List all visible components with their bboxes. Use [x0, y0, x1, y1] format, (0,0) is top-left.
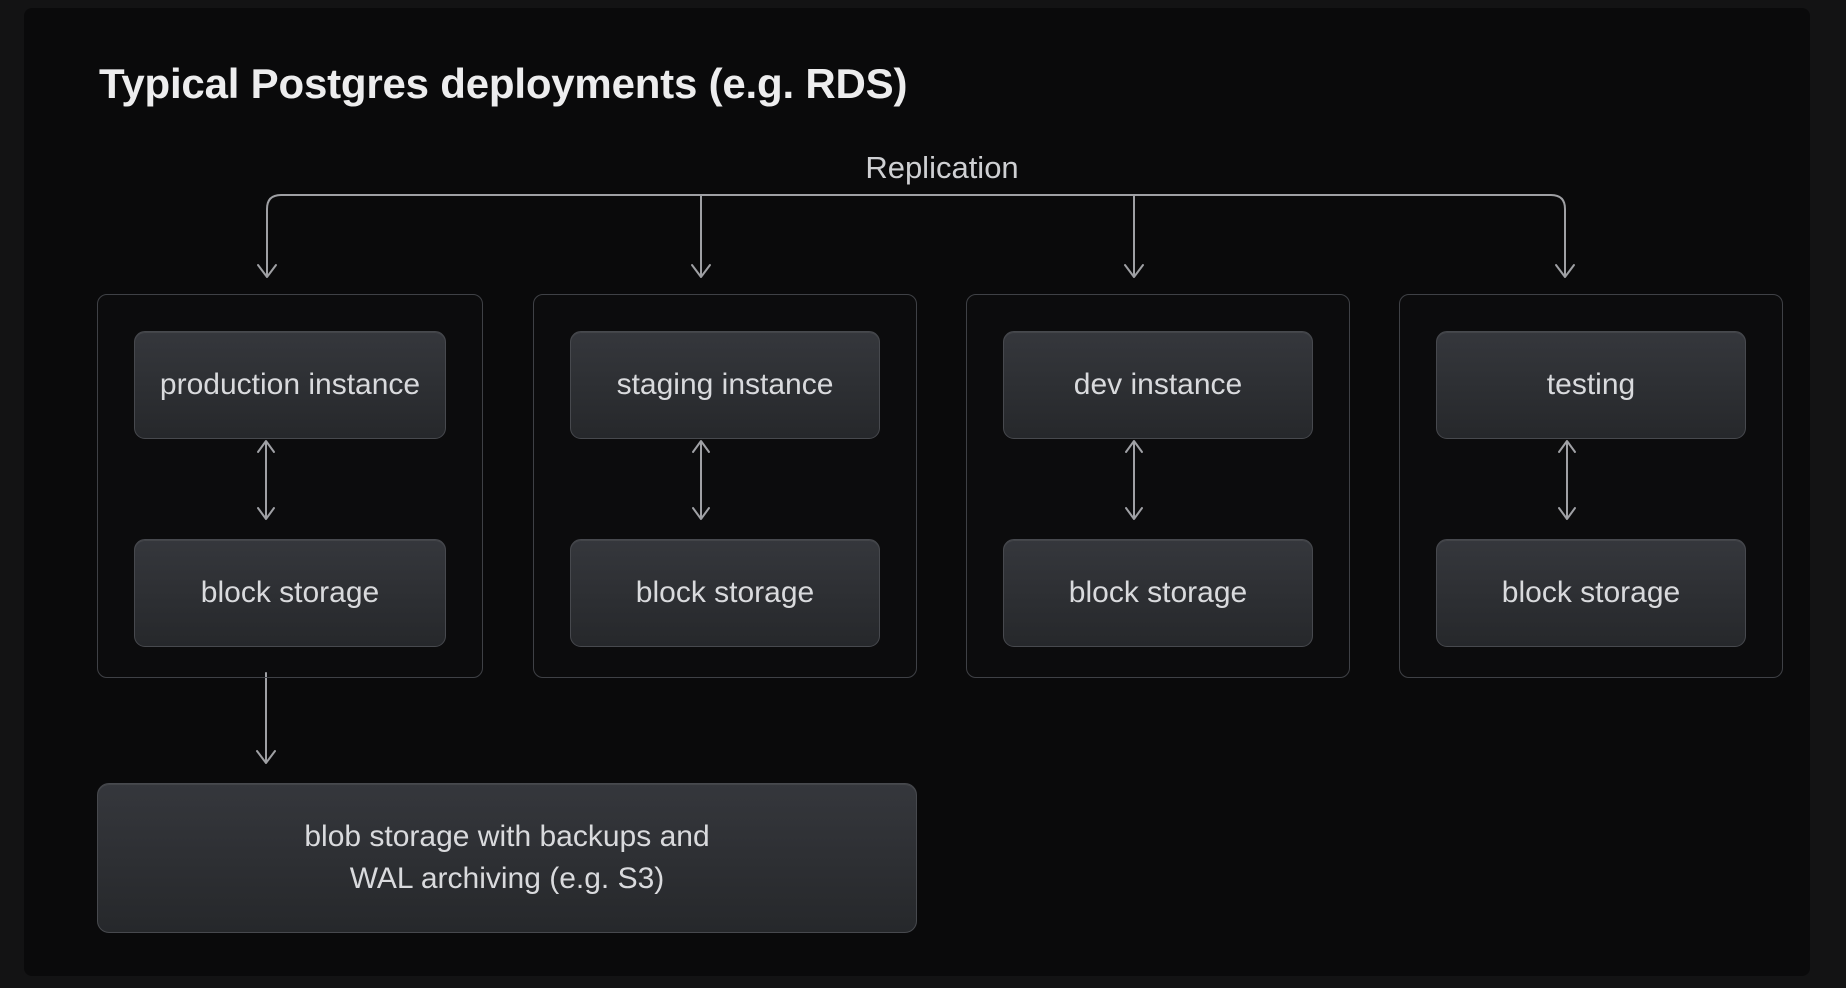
- node-label: staging instance: [616, 368, 834, 401]
- node-testing-instance: testing: [1436, 331, 1746, 439]
- node-production-instance: production instance: [134, 331, 446, 439]
- backup-arrowhead-icon: [256, 750, 276, 764]
- node-label: testing: [1546, 368, 1636, 401]
- node-dev-instance: dev instance: [1003, 331, 1313, 439]
- node-label: block storage: [635, 576, 815, 609]
- node-label: production instance: [159, 368, 421, 401]
- diagram-canvas: Typical Postgres deployments (e.g. RDS) …: [24, 8, 1810, 976]
- node-blob-storage: blob storage with backups and WAL archiv…: [97, 783, 917, 933]
- group-staging: staging instance block storage: [533, 294, 917, 678]
- node-block-storage-testing: block storage: [1436, 539, 1746, 647]
- blob-storage-label-line1: blob storage with backups and: [304, 820, 710, 853]
- replication-label: Replication: [865, 150, 1019, 185]
- node-label: block storage: [1501, 576, 1681, 609]
- diagram-title: Typical Postgres deployments (e.g. RDS): [99, 60, 908, 107]
- replication-connector-line: [266, 194, 1566, 277]
- group-production: production instance block storage: [97, 294, 483, 678]
- node-block-storage-dev: block storage: [1003, 539, 1313, 647]
- group-testing: testing block storage: [1399, 294, 1783, 678]
- down-arrowhead-testing-icon: [1555, 264, 1575, 278]
- down-arrowhead-staging-icon: [691, 264, 711, 278]
- down-arrowhead-dev-icon: [1124, 264, 1144, 278]
- node-block-storage-staging: block storage: [570, 539, 880, 647]
- node-label: dev instance: [1073, 368, 1243, 401]
- node-label: block storage: [200, 576, 380, 609]
- node-block-storage-production: block storage: [134, 539, 446, 647]
- blob-storage-label-line2: WAL archiving (e.g. S3): [349, 862, 665, 895]
- group-dev: dev instance block storage: [966, 294, 1350, 678]
- node-label: block storage: [1068, 576, 1248, 609]
- down-arrowhead-production-icon: [257, 264, 277, 278]
- node-staging-instance: staging instance: [570, 331, 880, 439]
